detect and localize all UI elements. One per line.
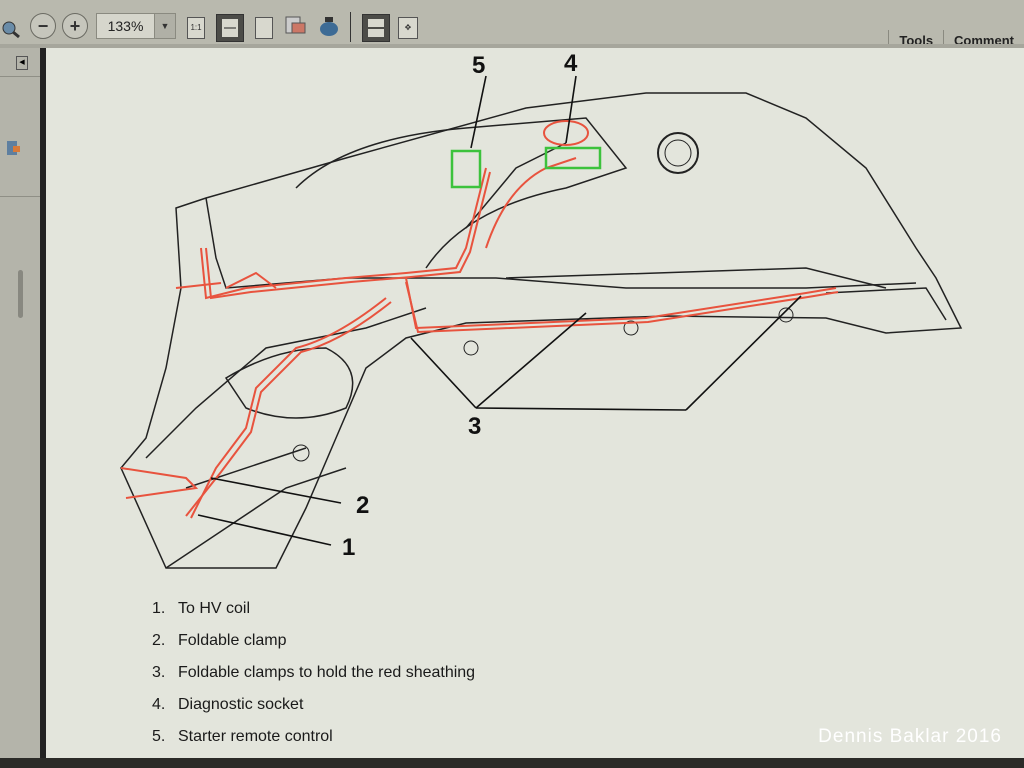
bookmarks-icon[interactable] xyxy=(5,140,21,156)
chevron-down-icon[interactable]: ▼ xyxy=(154,14,175,38)
red-harness xyxy=(120,157,839,519)
legend-item: 2.Foldable clamp xyxy=(152,632,287,649)
callout-arrows xyxy=(197,75,802,546)
body-hole xyxy=(664,139,692,167)
document-page: 5 4 3 2 1 1.To HV coil 2.Foldable clamp … xyxy=(46,48,1024,760)
body-hole xyxy=(778,307,794,323)
callout-1: 1 xyxy=(342,534,356,561)
zoom-select[interactable]: 133% ▼ xyxy=(96,13,176,39)
starter-remote-control xyxy=(450,149,482,189)
zoom-in-button[interactable]: + xyxy=(62,13,88,39)
ink-bottle-icon xyxy=(320,17,338,36)
car-body-outline xyxy=(120,92,963,569)
callout-2: 2 xyxy=(356,492,370,519)
panel-bar xyxy=(0,44,1024,48)
fit-width-icon xyxy=(222,19,238,37)
sidebar-divider[interactable] xyxy=(40,48,46,768)
body-hole xyxy=(292,444,310,462)
search-icon[interactable] xyxy=(0,14,22,42)
images-button[interactable] xyxy=(284,15,306,37)
single-page-icon xyxy=(368,19,384,37)
legend-item: 4.Diagnostic socket xyxy=(152,696,304,713)
body-hole xyxy=(463,340,479,356)
actual-size-label: 1:1 xyxy=(190,23,202,32)
images-icon xyxy=(285,16,306,34)
navigation-sidebar: ◀ xyxy=(0,48,40,768)
watermark: Dennis Baklar 2016 xyxy=(818,726,1002,747)
actual-size-button[interactable]: 1:1 xyxy=(187,17,205,39)
fit-page-button[interactable] xyxy=(255,17,273,39)
diagnostic-socket xyxy=(544,146,602,170)
callout-5: 5 xyxy=(472,52,486,79)
zoom-out-button[interactable]: − xyxy=(30,13,56,39)
single-page-button[interactable] xyxy=(362,14,390,42)
legend-item: 1.To HV coil xyxy=(152,600,251,617)
sidebar-scrollbar[interactable] xyxy=(18,270,23,318)
body-hole xyxy=(657,132,699,174)
body-hole xyxy=(623,320,639,336)
full-screen-button[interactable]: ✥ xyxy=(398,17,418,39)
zoom-value[interactable]: 133% xyxy=(107,18,144,34)
divider xyxy=(0,76,40,77)
legend-item: 3.Foldable clamps to hold the red sheath… xyxy=(152,664,476,681)
callout-4: 4 xyxy=(564,50,578,77)
legend-list: 1.To HV coil 2.Foldable clamp 3.Foldable… xyxy=(152,593,475,753)
toolbar-separator xyxy=(350,12,351,42)
toolbar: − + 133% ▼ 1:1 ✥ Tools Comment xyxy=(0,0,1024,52)
legend-item: 5.Starter remote control xyxy=(152,728,333,745)
taskbar-edge xyxy=(0,758,1024,768)
socket-harness-loop xyxy=(543,120,589,146)
wiring-diagram xyxy=(120,75,963,569)
ink-button[interactable] xyxy=(318,15,340,37)
collapse-arrow-icon[interactable]: ◀ xyxy=(16,56,28,70)
fit-width-button[interactable] xyxy=(216,14,244,42)
callout-3: 3 xyxy=(468,413,482,440)
divider xyxy=(0,196,40,197)
